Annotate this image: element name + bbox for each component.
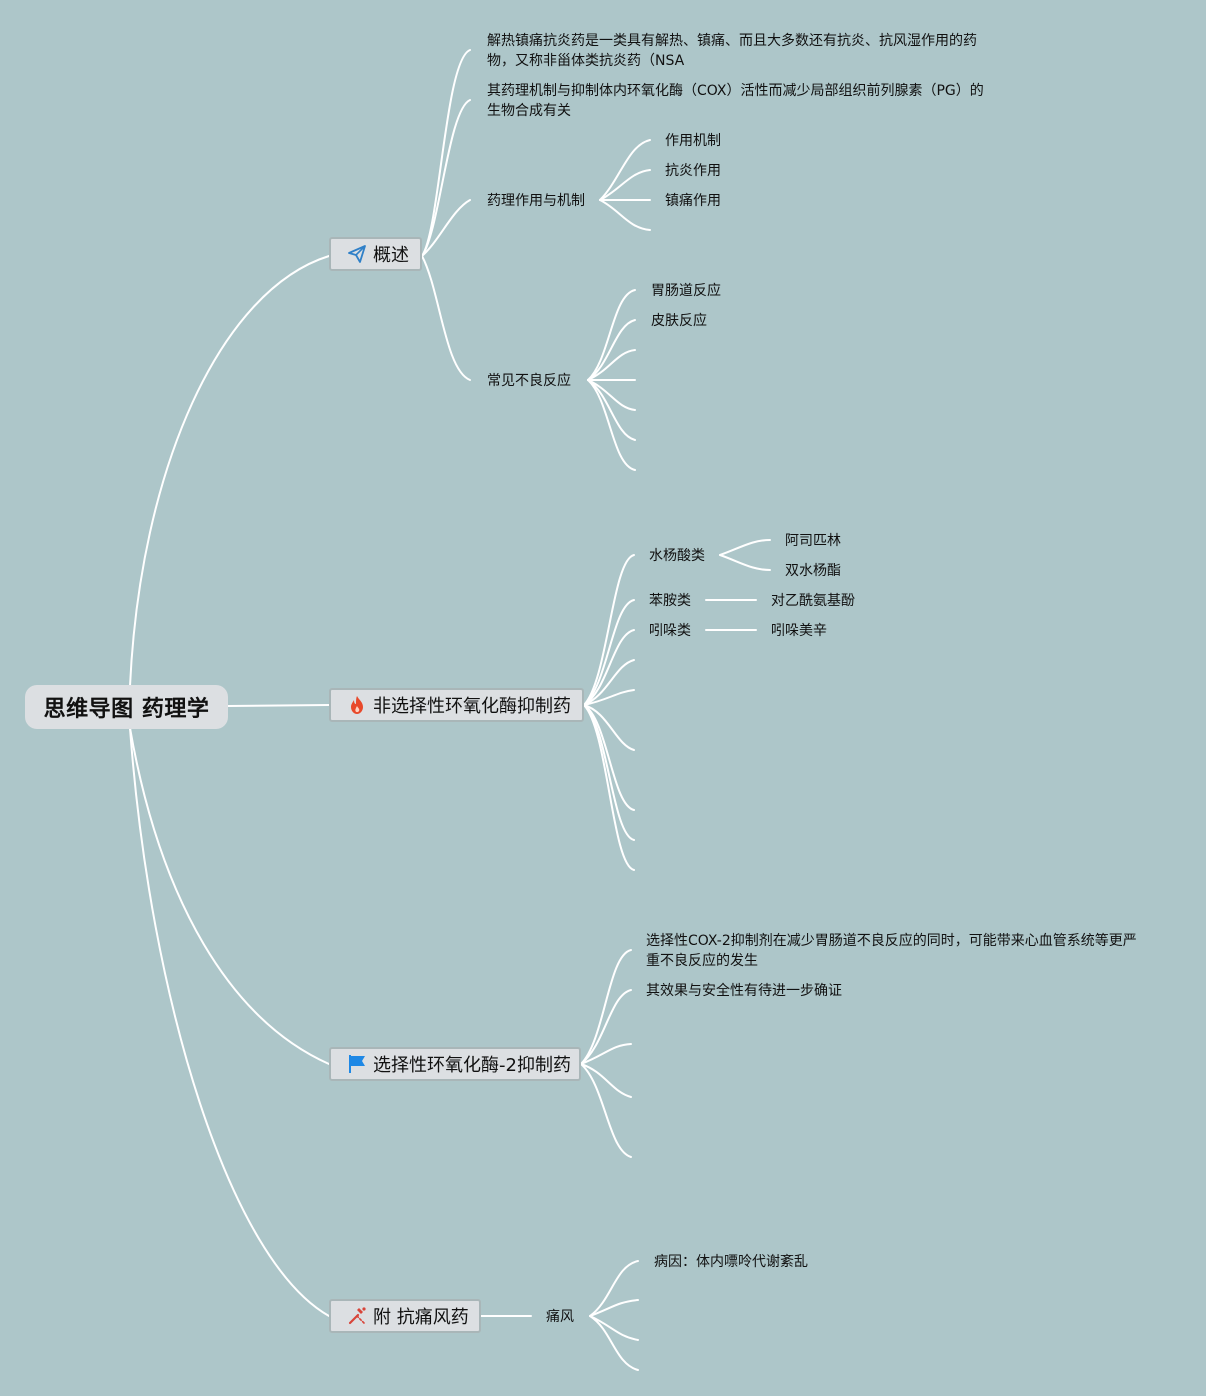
link-root-selective [129, 727, 330, 1065]
link-root-nonselective [227, 704, 330, 707]
link-root-gout [129, 727, 330, 1317]
branch-nonselective-label: 非选择性环氧化酶抑制药 [373, 696, 571, 717]
pharmacology-item[interactable]: 抗炎作用 [665, 163, 721, 179]
paper-plane-icon [347, 244, 367, 264]
overview-definition[interactable]: 解热镇痛抗炎药是一类具有解热、镇痛、而且大多数还有抗炎、抗风湿作用的药物，又称非… [487, 33, 977, 69]
tools-icon [347, 1306, 367, 1326]
branch-selective-label: 选择性环氧化酶-2抑制药 [373, 1055, 571, 1076]
fire-icon [347, 695, 367, 715]
link-root-overview [129, 255, 330, 687]
indoles-node[interactable]: 吲哚类 [649, 623, 691, 639]
pharmacology-node[interactable]: 药理作用与机制 [487, 193, 585, 209]
anilines-node[interactable]: 苯胺类 [649, 593, 691, 609]
salicylate-drug[interactable]: 阿司匹林 [785, 533, 841, 549]
selective-note[interactable]: 选择性COX-2抑制剂在减少胃肠道不良反应的同时，可能带来心血管系统等更严重不良… [646, 933, 1137, 969]
pharmacology-item[interactable]: 作用机制 [665, 133, 721, 149]
link-overview-pharm [421, 199, 471, 257]
salicylates-node[interactable]: 水杨酸类 [649, 548, 705, 564]
pharmacology-item[interactable]: 镇痛作用 [665, 193, 721, 209]
branch-overview[interactable]: 概述 [329, 237, 422, 271]
gout-node[interactable]: 痛风 [546, 1309, 574, 1325]
branch-overview-label: 概述 [373, 245, 409, 266]
salicylate-drug[interactable]: 双水杨酯 [785, 563, 841, 579]
adverse-reactions-node[interactable]: 常见不良反应 [487, 373, 571, 389]
flag-icon [347, 1054, 367, 1074]
root-node[interactable]: 思维导图 药理学 [25, 685, 228, 729]
adverse-item[interactable]: 皮肤反应 [651, 313, 707, 329]
branch-gout[interactable]: 附 抗痛风药 [329, 1299, 481, 1333]
branch-nonselective[interactable]: 非选择性环氧化酶抑制药 [329, 688, 584, 722]
gout-cause[interactable]: 病因：体内嘌呤代谢紊乱 [654, 1254, 808, 1270]
link-overview-mech [421, 99, 471, 257]
adverse-item[interactable]: 胃肠道反应 [651, 283, 721, 299]
root-title: 思维导图 药理学 [43, 697, 210, 722]
overview-mechanism-note[interactable]: 其药理机制与抑制体内环氧化酶（COX）活性而减少局部组织前列腺素（PG）的生物合… [487, 83, 984, 119]
selective-note[interactable]: 其效果与安全性有待进一步确证 [646, 983, 842, 999]
branch-gout-label: 附 抗痛风药 [373, 1307, 469, 1328]
indole-drug[interactable]: 吲哚美辛 [771, 623, 827, 639]
branch-selective[interactable]: 选择性环氧化酶-2抑制药 [329, 1047, 581, 1081]
link-overview-adverse [421, 255, 471, 381]
aniline-drug[interactable]: 对乙酰氨基酚 [771, 593, 855, 609]
